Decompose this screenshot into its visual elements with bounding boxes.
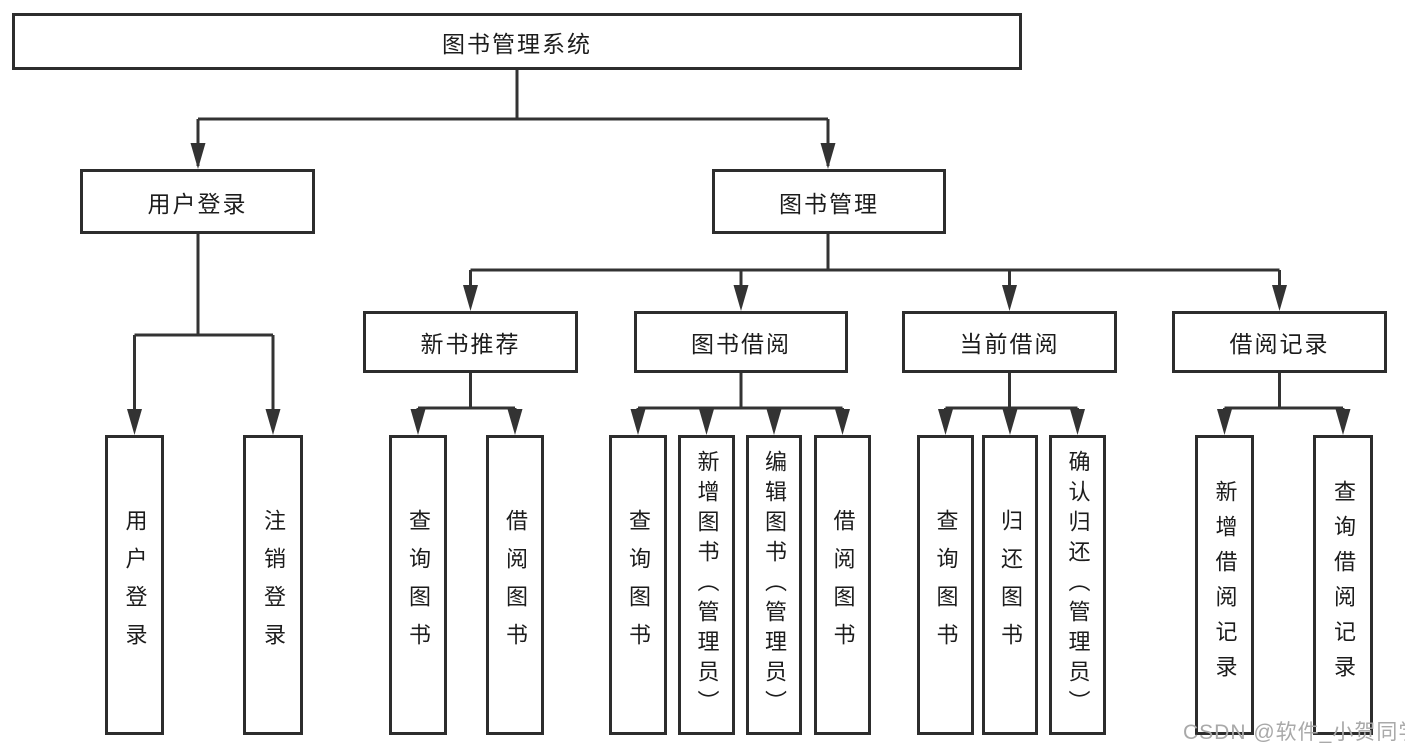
leaf-confirm-return-admin-label: 确认归还（管理员） — [1065, 450, 1091, 720]
leaf-logout: 注销登录 — [243, 435, 303, 735]
leaf-borrow-books-2: 借阅图书 — [814, 435, 871, 735]
leaf-user-login: 用户登录 — [105, 435, 164, 735]
leaf-add-borrow-record-label: 新增借阅记录 — [1212, 480, 1238, 690]
leaf-return-books: 归还图书 — [982, 435, 1038, 735]
node-new-book-recommend-label: 新书推荐 — [420, 331, 521, 357]
node-current-borrow-label: 当前借阅 — [959, 331, 1060, 357]
leaf-query-borrow-record-label: 查询借阅记录 — [1331, 480, 1356, 690]
leaf-query-borrow-record: 查询借阅记录 — [1313, 435, 1373, 735]
node-borrow-records: 借阅记录 — [1172, 311, 1387, 373]
node-book-borrow: 图书借阅 — [634, 311, 848, 373]
leaf-query-books-2: 查询图书 — [609, 435, 667, 735]
leaf-borrow-books-1: 借阅图书 — [486, 435, 544, 735]
node-new-book-recommend: 新书推荐 — [363, 311, 578, 373]
node-current-borrow: 当前借阅 — [902, 311, 1117, 373]
node-user-login-label: 用户登录 — [147, 190, 248, 217]
node-borrow-records-label: 借阅记录 — [1229, 331, 1330, 357]
leaf-logout-label: 注销登录 — [261, 509, 286, 661]
leaf-return-books-label: 归还图书 — [998, 509, 1023, 661]
node-book-management-label: 图书管理 — [779, 190, 879, 217]
leaf-borrow-books-1-label: 借阅图书 — [503, 509, 528, 661]
leaf-query-books-1-label: 查询图书 — [406, 509, 431, 661]
csdn-watermark: CSDN @软件_小贺同学 — [1183, 721, 1405, 744]
leaf-user-login-label: 用户登录 — [122, 509, 148, 661]
node-user-login: 用户登录 — [80, 169, 315, 234]
leaf-query-books-3-label: 查询图书 — [933, 509, 959, 661]
leaf-edit-books-admin-label: 编辑图书（管理员） — [762, 450, 787, 720]
node-book-borrow-label: 图书借阅 — [691, 331, 791, 357]
leaf-borrow-books-2-label: 借阅图书 — [830, 509, 856, 661]
leaf-query-books-3: 查询图书 — [917, 435, 974, 735]
node-root-label: 图书管理系统 — [442, 30, 592, 57]
leaf-add-borrow-record: 新增借阅记录 — [1195, 435, 1254, 735]
leaf-edit-books-admin: 编辑图书（管理员） — [746, 435, 802, 735]
leaf-query-books-2-label: 查询图书 — [626, 509, 651, 661]
node-book-management: 图书管理 — [712, 169, 946, 234]
node-root: 图书管理系统 — [12, 13, 1022, 70]
leaf-query-books-1: 查询图书 — [389, 435, 447, 735]
leaf-add-books-admin-label: 新增图书（管理员） — [694, 450, 720, 720]
leaf-add-books-admin: 新增图书（管理员） — [678, 435, 735, 735]
leaf-confirm-return-admin: 确认归还（管理员） — [1049, 435, 1106, 735]
